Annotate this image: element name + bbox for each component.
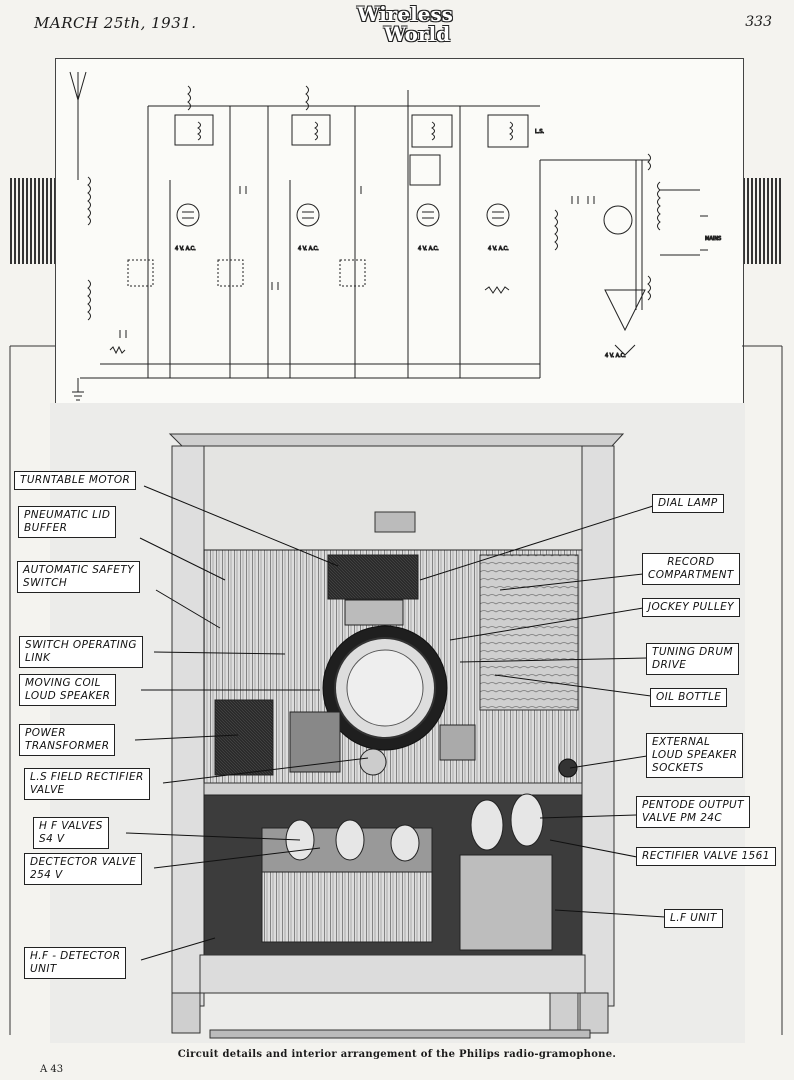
page-number: 333 xyxy=(745,14,772,30)
label-ls-field-rectifier-valve: L.S FIELD RECTIFIER VALVE xyxy=(24,768,150,800)
header-date: MARCH 25th, 1931. xyxy=(34,14,197,32)
label-power-transformer: POWER TRANSFORMER xyxy=(19,724,116,756)
label-line: AUTOMATIC SAFETY xyxy=(23,564,134,576)
label-dial-lamp: DIAL LAMP xyxy=(652,494,724,513)
hatched-strip-left xyxy=(10,178,55,264)
label-external-loud-speaker-sockets: EXTERNAL LOUD SPEAKER SOCKETS xyxy=(646,733,744,778)
label-automatic-safety-switch: AUTOMATIC SAFETY SWITCH xyxy=(17,561,140,593)
label-line: JOCKEY PULLEY xyxy=(648,601,734,613)
label-line: VALVE xyxy=(30,784,65,796)
label-line: TURNTABLE MOTOR xyxy=(20,474,131,486)
label-line: 254 V xyxy=(30,869,63,881)
masthead-line1: Wireless xyxy=(357,2,453,26)
label-line: S4 V xyxy=(39,833,65,845)
figure-caption: Circuit details and interior arrangement… xyxy=(177,1049,617,1060)
label-lf-unit: L.F UNIT xyxy=(664,909,723,928)
label-line: LOUD SPEAKER xyxy=(25,690,111,702)
label-hf-detector-unit: H.F - DETECTOR UNIT xyxy=(24,947,127,979)
label-line: DECTECTOR VALVE xyxy=(30,856,137,868)
valve-voltage-label-5: 4 V. A.C. xyxy=(605,353,626,359)
label-hf-valves: H F VALVES S4 V xyxy=(33,817,109,849)
label-turntable-motor: TURNTABLE MOTOR xyxy=(14,471,137,490)
leader-lines xyxy=(125,485,666,961)
label-detector-valve: DECTECTOR VALVE 254 V xyxy=(24,853,143,885)
label-line: SWITCH xyxy=(23,577,68,589)
label-line: H F VALVES xyxy=(39,820,103,832)
mains-label: MAINS xyxy=(705,236,721,242)
hatched-strip-right xyxy=(743,178,781,264)
label-line: BUFFER xyxy=(24,522,68,534)
label-oil-bottle: OIL BOTTLE xyxy=(650,688,728,707)
label-line: RECORD xyxy=(667,556,715,568)
cabinet-illustration xyxy=(168,433,625,1039)
folio: A 43 xyxy=(40,1064,64,1075)
label-line: TRANSFORMER xyxy=(25,740,110,752)
label-line: LINK xyxy=(25,652,51,664)
label-pneumatic-lid-buffer: PNEUMATIC LID BUFFER xyxy=(18,506,117,538)
label-line: SOCKETS xyxy=(652,762,704,774)
label-line: OIL BOTTLE xyxy=(656,691,722,703)
valve-voltage-label-3: 4 V. A.C. xyxy=(418,246,439,252)
label-line: DIAL LAMP xyxy=(658,497,718,509)
label-line: H.F - DETECTOR xyxy=(30,950,121,962)
label-line: SWITCH OPERATING xyxy=(25,639,137,651)
label-line: PENTODE OUTPUT xyxy=(642,799,744,811)
label-line: PNEUMATIC LID xyxy=(24,509,111,521)
label-line: LOUD SPEAKER xyxy=(652,749,738,761)
label-line: MOVING COIL xyxy=(25,677,101,689)
label-line: EXTERNAL xyxy=(652,736,711,748)
label-line: L.S FIELD RECTIFIER xyxy=(30,771,144,783)
masthead-logo: Wireless World xyxy=(350,4,460,44)
label-moving-coil-loud-speaker: MOVING COIL LOUD SPEAKER xyxy=(19,674,117,706)
label-switch-operating-link: SWITCH OPERATING LINK xyxy=(19,636,143,668)
label-line: TUNING DRUM xyxy=(652,646,733,658)
label-line: UNIT xyxy=(30,963,57,975)
label-line: COMPARTMENT xyxy=(648,569,734,581)
ls-label: L.S. xyxy=(535,129,545,135)
label-jockey-pulley: JOCKEY PULLEY xyxy=(642,598,740,617)
valve-voltage-label-1: 4 V. A.C. xyxy=(175,246,196,252)
label-line: POWER xyxy=(25,727,66,739)
label-line: DRIVE xyxy=(652,659,687,671)
label-line: RECTIFIER VALVE 1561 xyxy=(642,850,770,862)
label-tuning-drum-drive: TUNING DRUM DRIVE xyxy=(646,643,739,675)
label-record-compartment: RECORD COMPARTMENT xyxy=(642,553,740,585)
label-rectifier-valve: RECTIFIER VALVE 1561 xyxy=(636,847,776,866)
circuit-schematic: MAINS L.S. 4 V. A.C. 4 V. A.C. 4 V. A.C.… xyxy=(69,71,722,401)
label-line: L.F UNIT xyxy=(670,912,717,924)
valve-voltage-label-4: 4 V. A.C. xyxy=(488,246,509,252)
label-pentode-output-valve: PENTODE OUTPUT VALVE PM 24C xyxy=(636,796,750,828)
masthead-line2: World xyxy=(383,22,451,46)
label-line: VALVE PM 24C xyxy=(642,812,723,824)
valve-voltage-label-2: 4 V. A.C. xyxy=(298,246,319,252)
